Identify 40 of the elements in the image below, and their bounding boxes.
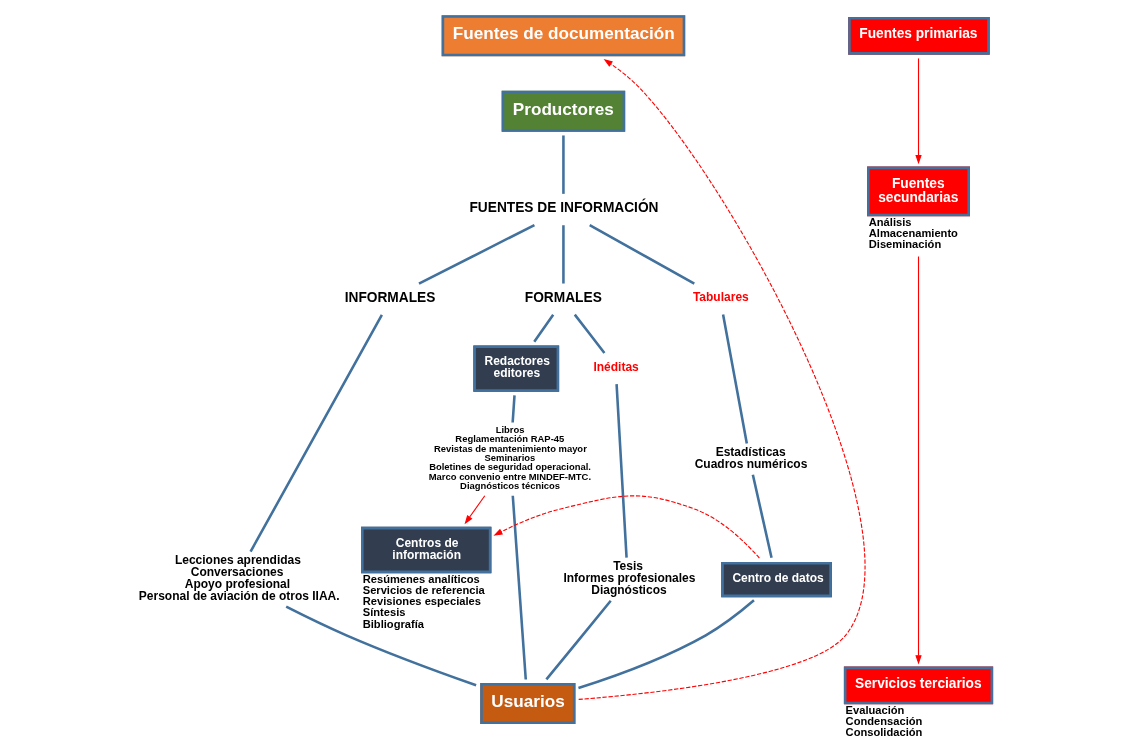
connector [285, 605, 477, 687]
node-label: Consolidación [845, 726, 922, 739]
node-text: Libros Reglamentación RAP-45 Revistas de mantenimiento mayor Seminarios Boletines de seguridad operacional. Marco convenio entre MINDEF-MTC. Diagnósticos técnicos [428, 423, 591, 492]
connector [561, 135, 565, 194]
node-text: FUENTES DE INFORMACIÓN [469, 199, 659, 215]
node-label: Resúmenes analíticos [362, 572, 480, 585]
arrow [914, 255, 922, 665]
node-label: Síntesis [362, 606, 405, 619]
connector [417, 223, 535, 285]
node-label: Evaluación [845, 704, 904, 717]
connector [561, 225, 565, 284]
connector [751, 474, 773, 559]
connector [544, 600, 612, 681]
node-text: Lecciones aprendidas Conversaciones Apoyo profesional Personal de aviación de otros IIAA. [138, 552, 340, 603]
node-text: FORMALES [524, 289, 602, 305]
connector [511, 495, 527, 680]
node-label: Almacenamiento [868, 227, 958, 240]
connector [614, 384, 628, 558]
node-text: Estadísticas Cuadros numéricos [694, 444, 807, 471]
arrow [492, 495, 760, 559]
node-label: Análisis [868, 216, 912, 229]
node-label: Condensación [845, 715, 922, 728]
connector [248, 314, 383, 553]
node-text: INFORMALES [344, 289, 435, 305]
arrow [464, 495, 485, 525]
node-label: Servicios de referencia [362, 584, 485, 597]
arrow [577, 59, 866, 700]
node-label: Bibliografía [362, 617, 424, 630]
node-text: Tabulares [692, 290, 749, 305]
connector [573, 313, 605, 354]
node-text: Inéditas [592, 359, 639, 374]
connector [721, 314, 748, 444]
connector [510, 395, 516, 423]
connector [532, 313, 554, 343]
arrow [914, 57, 922, 165]
node-label: Revisiones especiales [362, 595, 481, 608]
connector [577, 599, 755, 690]
node-label: Diseminación [868, 238, 941, 251]
node-text: Tesis Informes profesionales Diagnósticos [562, 558, 695, 597]
connector [588, 223, 695, 285]
